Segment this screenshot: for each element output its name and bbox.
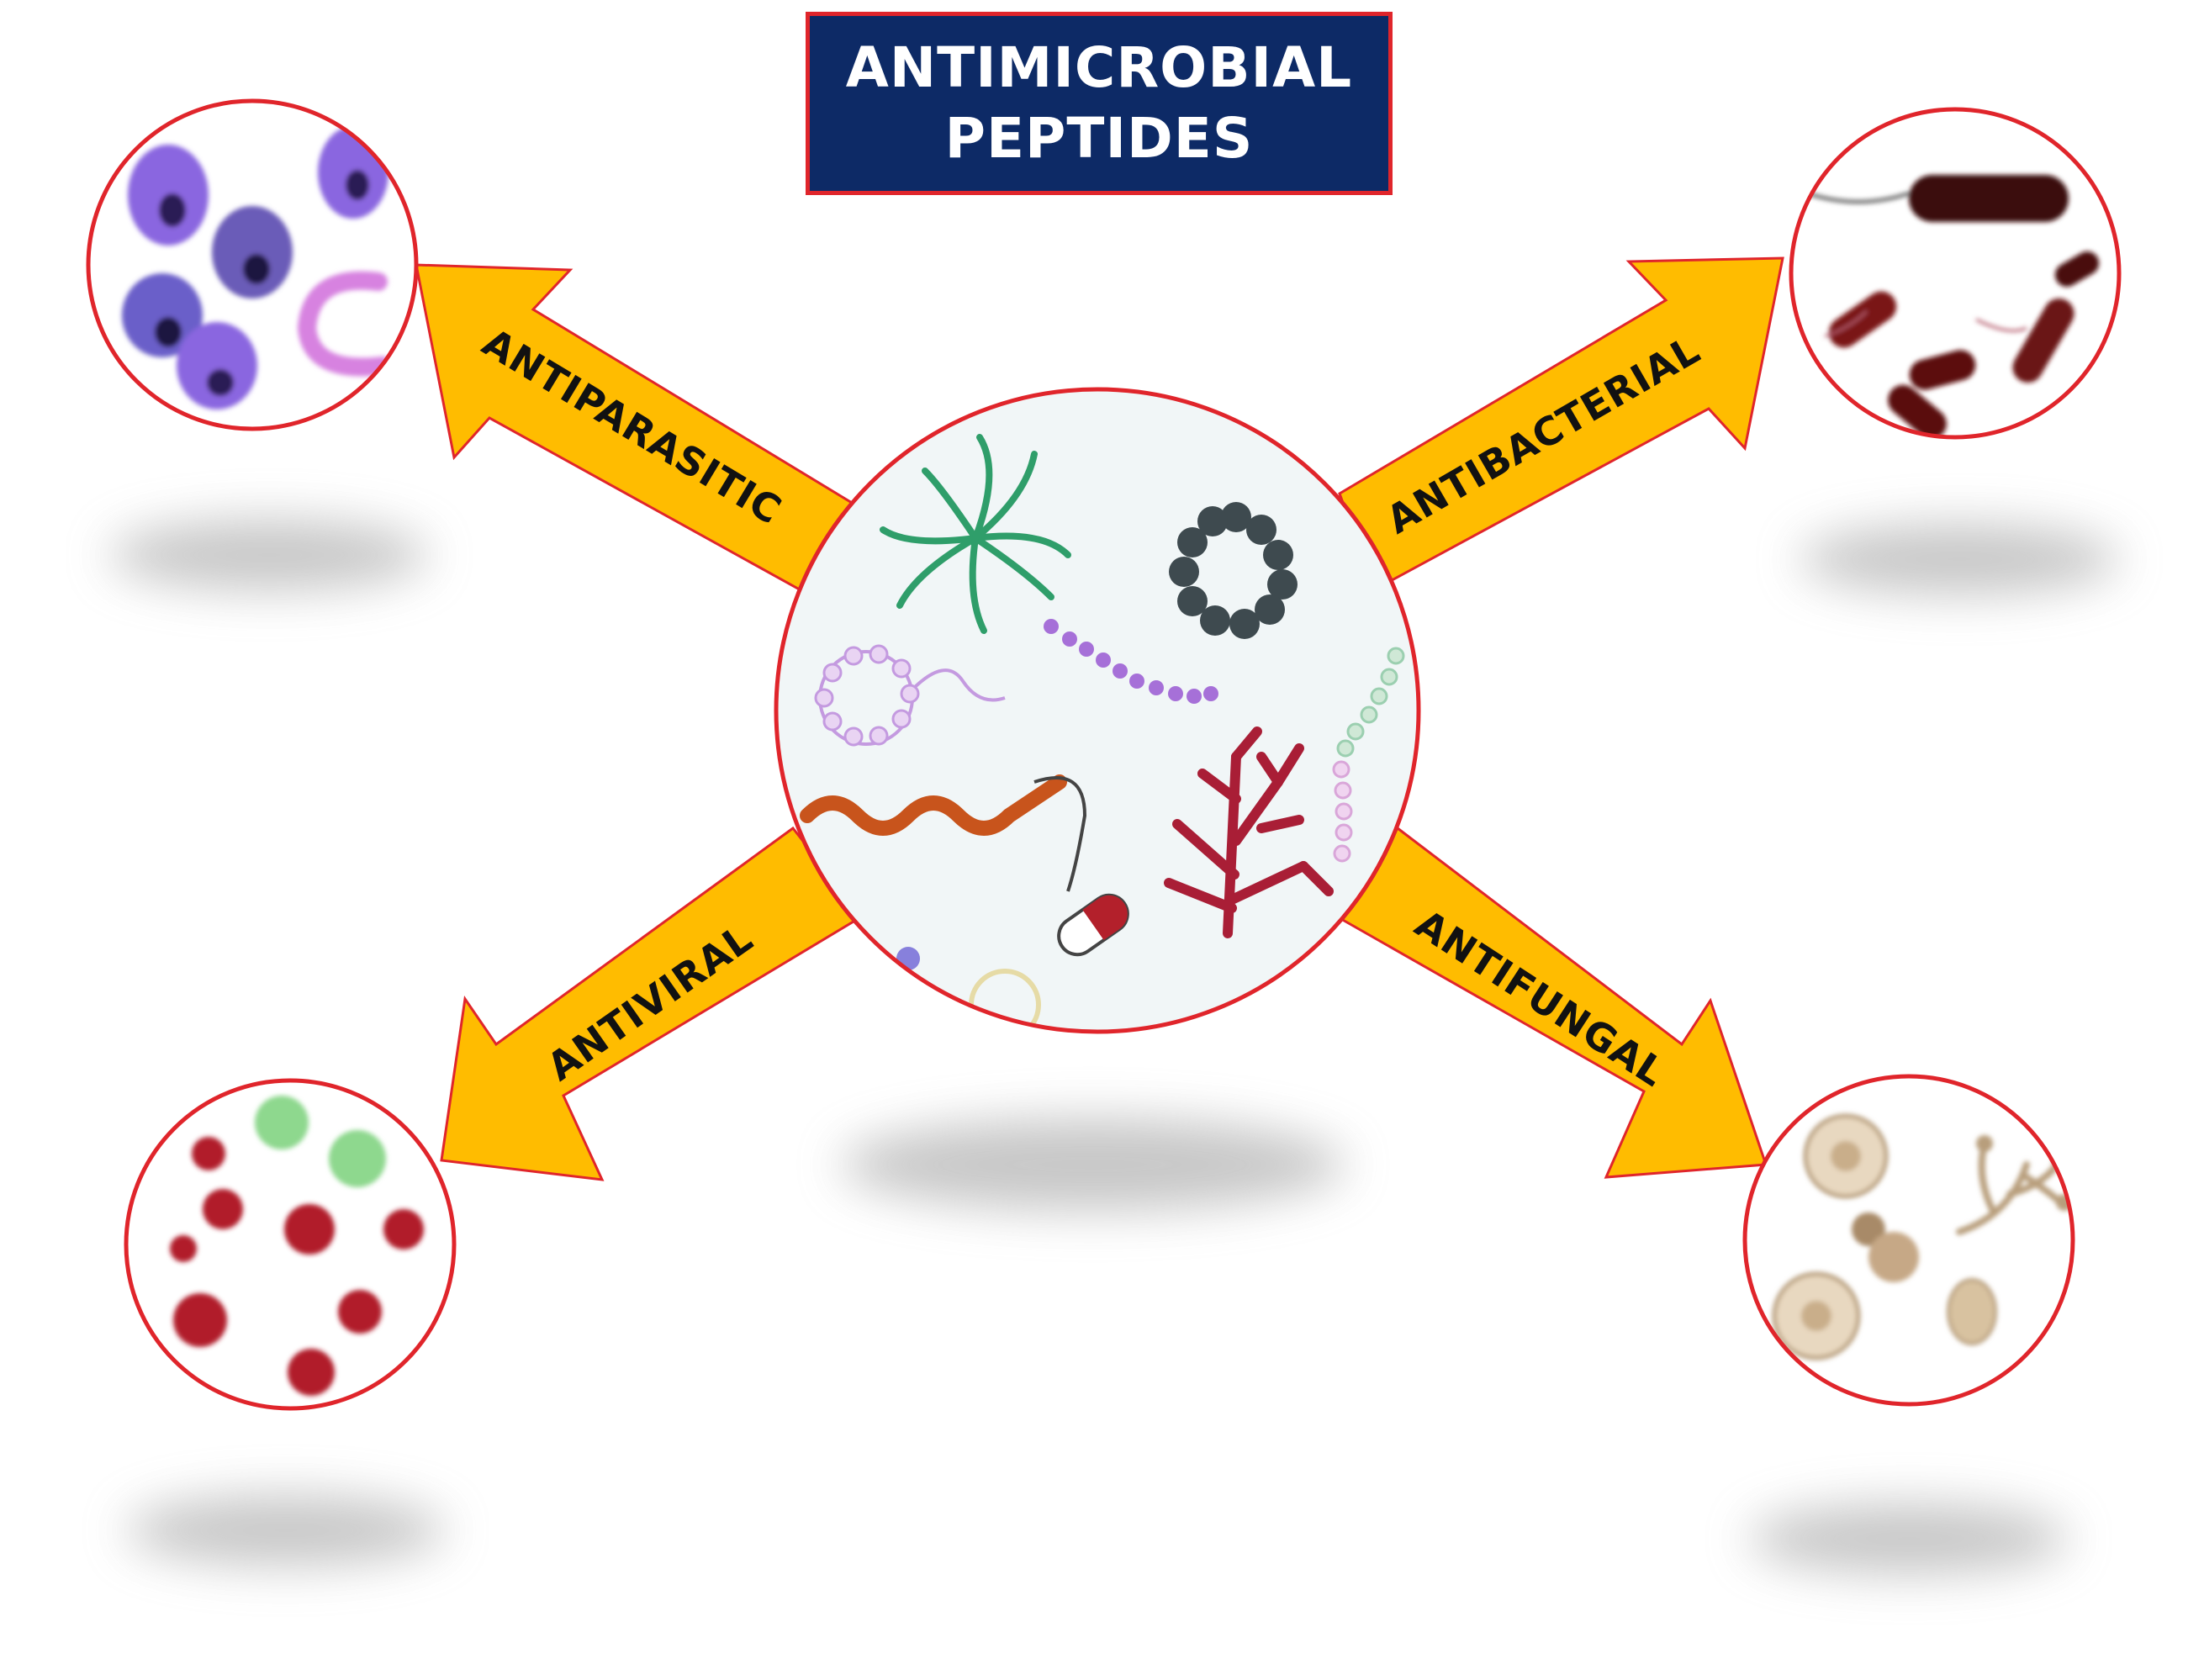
peptide-structures-icon — [800, 434, 1405, 1032]
arrow-antifungal: ANTIFUNGAL — [1339, 826, 1768, 1179]
circle-antiparasitic — [86, 98, 419, 431]
drop-shadows — [109, 520, 2119, 1574]
circle-antibacterial — [1789, 107, 2122, 440]
title-box: ANTIMICROBIAL PEPTIDES — [806, 12, 1393, 195]
arrow-antiparasitic: ANTIPARASITIC — [415, 263, 858, 604]
arrow-antibacterial: ANTIBACTERIAL — [1338, 256, 1784, 592]
virus-particles-icon — [170, 1096, 424, 1396]
title-line-2: PEPTIDES — [944, 106, 1254, 171]
parasite-cells-icon — [122, 126, 392, 409]
label-antifungal: ANTIFUNGAL — [1408, 901, 1674, 1096]
center-circle — [774, 387, 1421, 1034]
title-line-1: ANTIMICROBIAL — [845, 35, 1353, 100]
fungi-spores-icon — [1772, 1113, 2073, 1360]
arrow-antiviral: ANTIVIRAL — [440, 826, 864, 1181]
circle-antiviral — [124, 1078, 457, 1411]
circle-antifungal — [1742, 1074, 2075, 1407]
bacteria-icon — [1807, 175, 2100, 437]
